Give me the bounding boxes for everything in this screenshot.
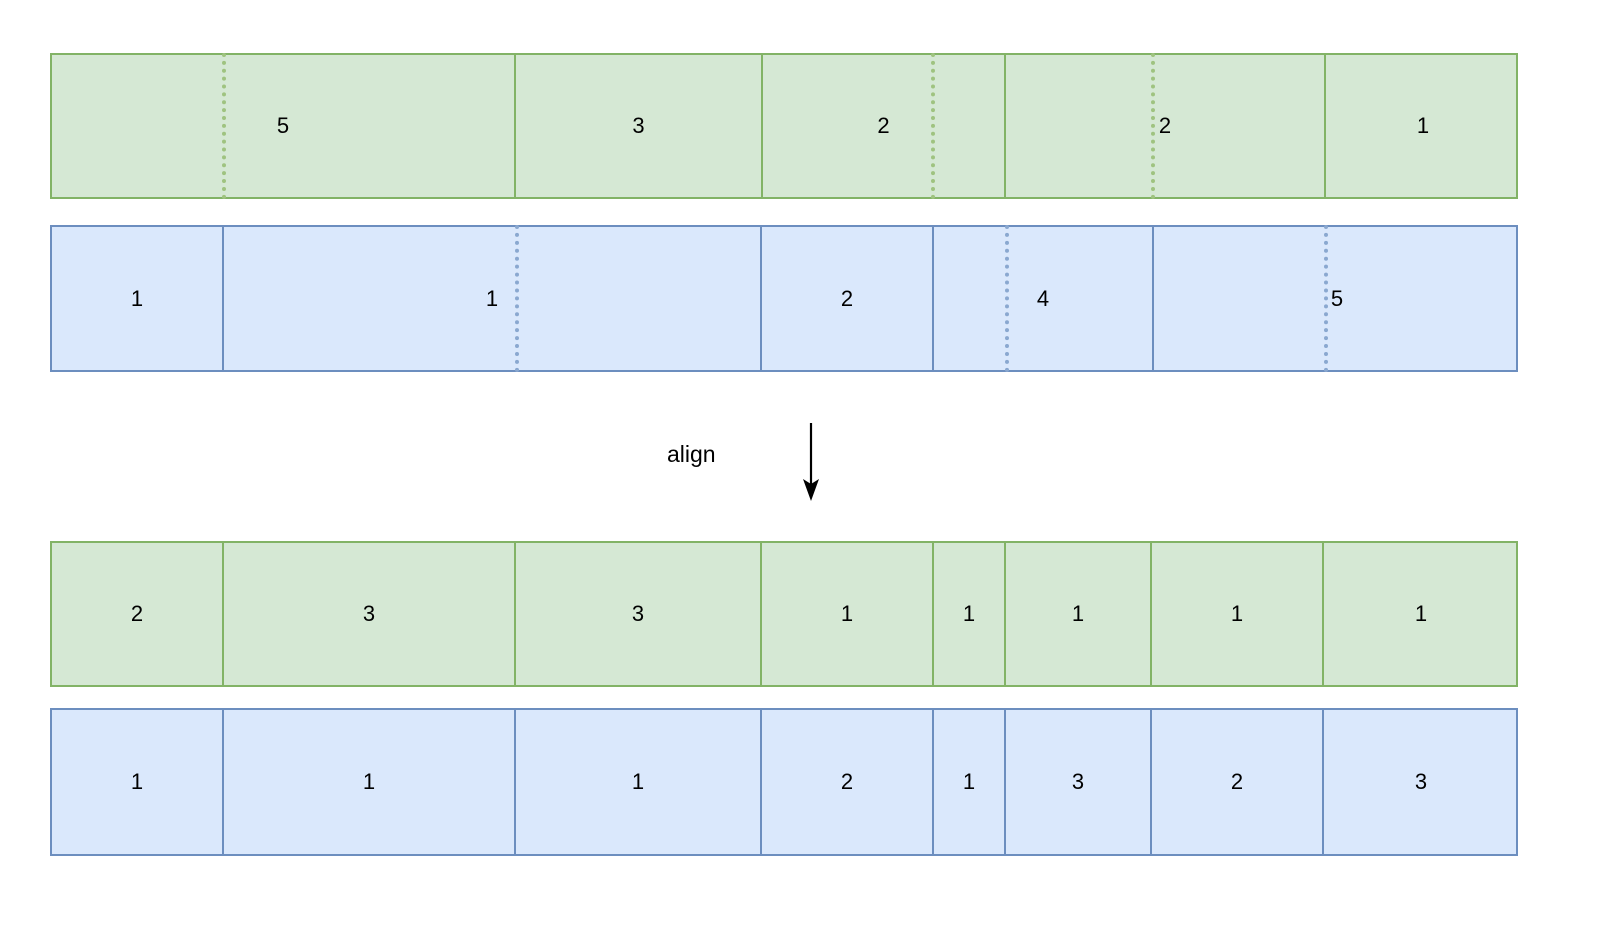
blue-sequence-before-row: 1 1 2 4 5 — [50, 225, 1518, 372]
sequence-cell: 3 — [1004, 710, 1150, 854]
sequence-cell: 5 — [52, 53, 514, 199]
dotted-divider — [222, 53, 226, 199]
sequence-cell: 1 — [222, 225, 760, 372]
cell-value: 1 — [130, 769, 144, 794]
cell-value: 1 — [485, 285, 499, 311]
sequence-cell: 2 — [52, 543, 222, 685]
cell-value: 2 — [840, 285, 854, 311]
sequence-cell: 1 — [932, 710, 1004, 854]
sequence-cell: 2 — [760, 710, 932, 854]
cell-value: 1 — [1230, 601, 1244, 626]
sequence-cell: 3 — [222, 543, 514, 685]
green-sequence-after-row: 2 3 3 1 1 1 1 1 — [50, 541, 1518, 687]
blue-sequence-after-row: 1 1 1 2 1 3 2 3 — [50, 708, 1518, 856]
cell-value: 3 — [362, 601, 376, 626]
dotted-divider — [515, 225, 519, 372]
dotted-divider — [931, 53, 935, 199]
align-label: align — [667, 441, 716, 467]
cell-value: 2 — [840, 769, 854, 794]
cell-value: 5 — [1330, 285, 1344, 311]
sequence-cell: 3 — [514, 543, 760, 685]
sequence-cell: 2 — [1150, 710, 1322, 854]
cell-value: 2 — [877, 113, 890, 138]
cell-value: 1 — [631, 769, 645, 794]
cell-value: 1 — [962, 601, 976, 626]
cell-value: 1 — [1416, 113, 1430, 138]
sequence-cell: 1 — [52, 227, 222, 370]
cell-value: 4 — [1036, 285, 1050, 311]
cell-value: 1 — [130, 285, 144, 311]
cell-value: 1 — [362, 769, 376, 794]
sequence-cell: 2 — [760, 227, 932, 370]
sequence-cell: 1 — [52, 710, 222, 854]
sequence-cell: 1 — [1150, 543, 1322, 685]
cell-value: 1 — [1071, 601, 1085, 626]
sequence-cell: 1 — [760, 543, 932, 685]
cell-value: 3 — [632, 113, 645, 138]
sequence-cell: 1 — [222, 710, 514, 854]
cell-value: 5 — [276, 113, 290, 138]
cell-value: 1 — [962, 769, 976, 794]
cell-value: 2 — [130, 601, 144, 626]
sequence-cell: 3 — [1322, 710, 1518, 854]
dotted-divider — [1151, 53, 1155, 199]
dotted-divider — [1005, 225, 1009, 372]
green-sequence-before-row: 5 3 2 2 1 — [50, 53, 1518, 199]
sequence-cell: 4 — [932, 225, 1152, 372]
cell-value: 3 — [1414, 769, 1428, 794]
sequence-cell: 1 — [514, 710, 760, 854]
sequence-cell: 1 — [1324, 55, 1520, 197]
cell-value: 1 — [840, 601, 854, 626]
cell-value: 2 — [1230, 769, 1244, 794]
sequence-cell: 3 — [514, 55, 761, 197]
cell-value: 3 — [631, 601, 645, 626]
cell-value: 1 — [1414, 601, 1428, 626]
sequence-cell: 1 — [1322, 543, 1518, 685]
sequence-cell: 5 — [1152, 225, 1520, 372]
down-arrow-icon — [803, 423, 819, 501]
sequence-cell: 1 — [932, 543, 1004, 685]
sequence-cell: 2 — [1004, 53, 1324, 199]
cell-value: 3 — [1071, 769, 1085, 794]
sequence-cell: 1 — [1004, 543, 1150, 685]
cell-value: 2 — [1158, 113, 1172, 138]
sequence-cell: 2 — [761, 53, 1004, 199]
dotted-divider — [1324, 225, 1328, 372]
